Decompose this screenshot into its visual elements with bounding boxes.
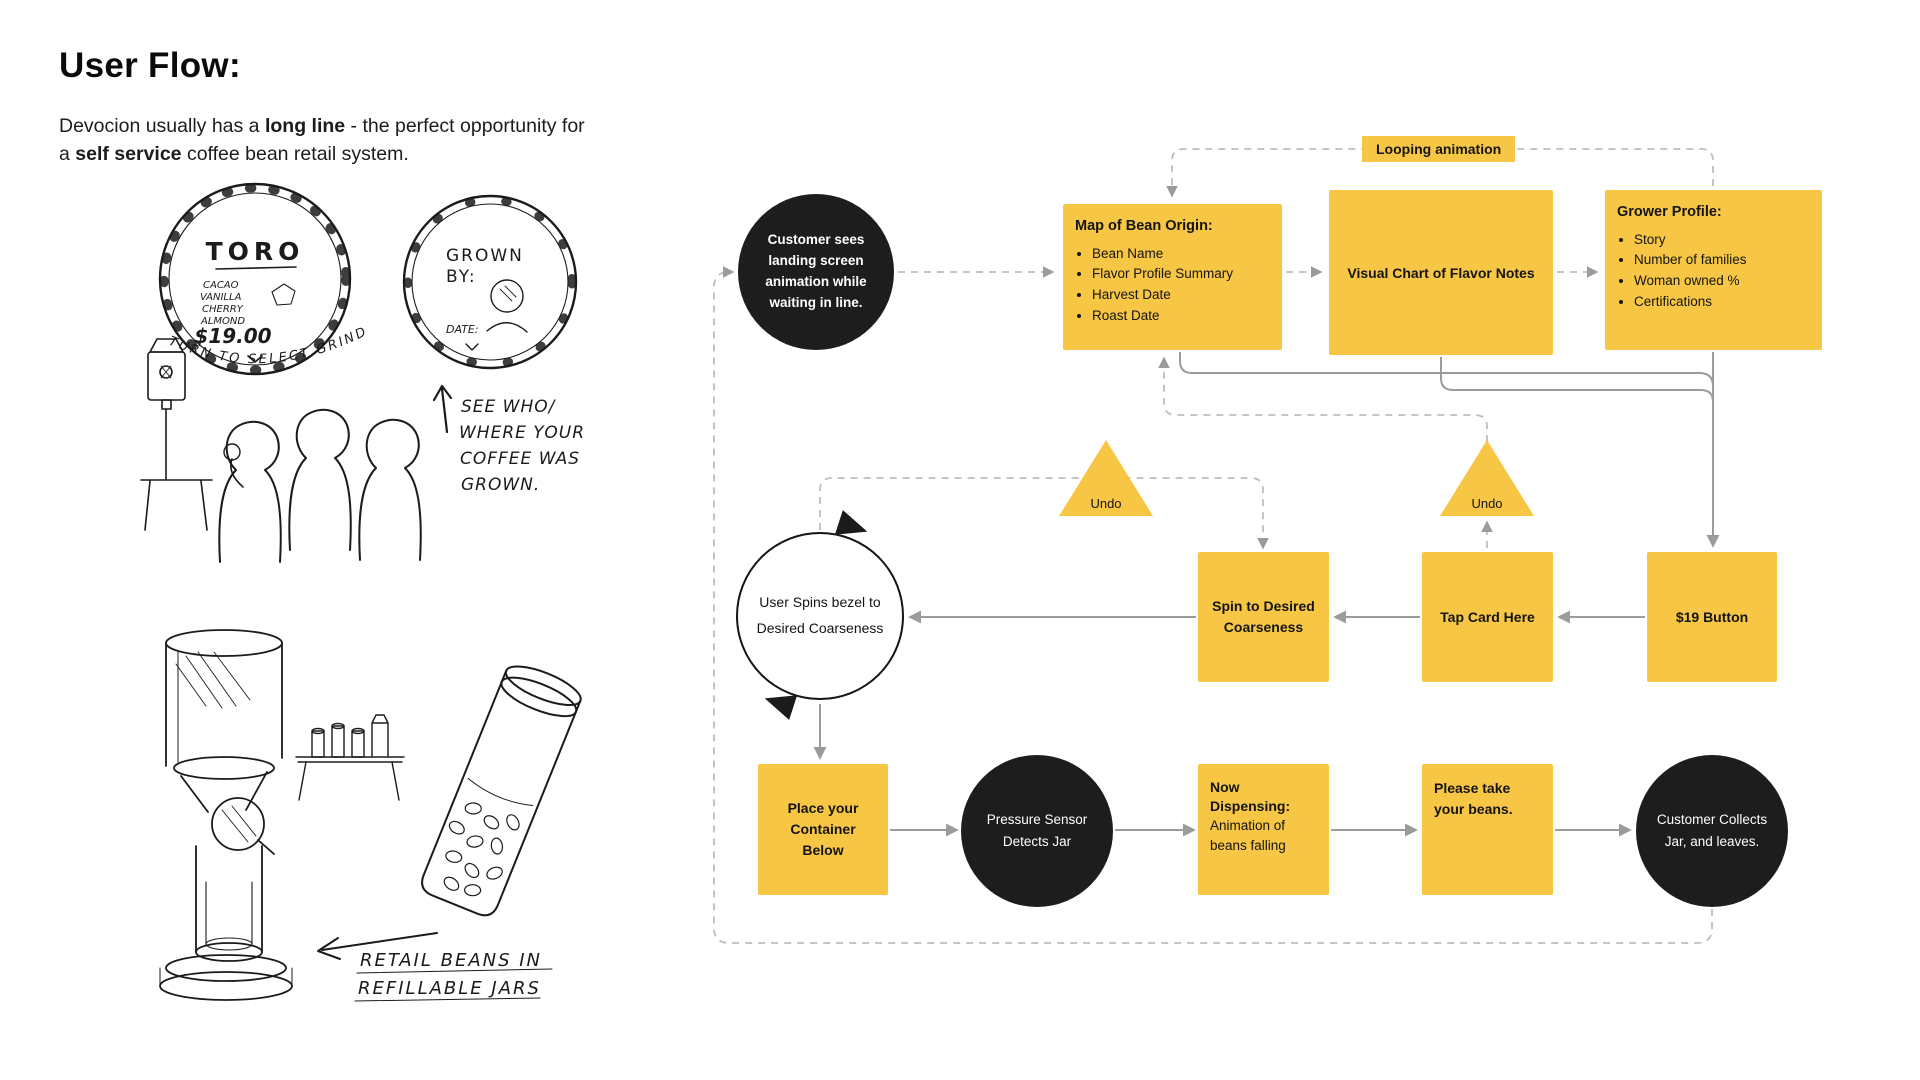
take-box-label: Please take your beans. <box>1434 780 1513 817</box>
lid-flavor-note: CACAO <box>203 280 239 291</box>
lid2-grown-text: GROWN <box>446 246 524 266</box>
list-item: Roast Date <box>1092 306 1270 327</box>
handwritten-note-line: COFFEE WAS <box>460 449 580 469</box>
solid-connectors <box>813 352 1720 837</box>
emphasis-long-line: long line <box>264 115 346 137</box>
flow-pressure-sensor-circle: Pressure Sensor Detects Jar <box>961 755 1113 907</box>
lid-flavor-note: VANILLA <box>200 292 242 303</box>
handwritten-note-line: WHERE YOUR <box>459 423 585 443</box>
grower-box-title: Grower Profile: <box>1617 204 1722 220</box>
flow-spin-coarseness-box: Spin to Desired Coarseness <box>1198 552 1329 682</box>
bezel-text: User Spins bezel to Desired Coarseness <box>756 594 884 636</box>
lid-price-text: $19.00 <box>194 324 271 348</box>
spin-box-label: Spin to Desired Coarseness <box>1212 598 1315 635</box>
flow-tap-card-box: Tap Card Here <box>1422 552 1553 682</box>
list-item: Bean Name <box>1092 244 1270 265</box>
page-title: User Flow: <box>59 46 241 85</box>
place-box-label: Place your Container Below <box>787 800 859 858</box>
sketch-arrow-left <box>317 932 438 960</box>
emphasis-self-service: self service <box>75 143 182 166</box>
flow-place-container-box: Place your Container Below <box>758 764 888 895</box>
flow-grower-profile-box: Grower Profile: Story Number of families… <box>1605 190 1822 350</box>
pressure-text: Pressure Sensor Detects Jar <box>986 812 1088 849</box>
lid-flavor-note: CHERRY <box>202 304 244 315</box>
looping-animation-label: Looping animation <box>1362 136 1516 162</box>
dispense-box-line: Animation of <box>1210 817 1286 833</box>
flow-take-beans-box: Please take your beans. <box>1422 764 1553 895</box>
flow-bezel-circle: User Spins bezel to Desired Coarseness <box>736 532 904 700</box>
map-box-list: Bean Name Flavor Profile Summary Harvest… <box>1092 244 1270 328</box>
list-item: Flavor Profile Summary <box>1092 264 1270 285</box>
btn-box-label: $19 Button <box>1675 608 1749 625</box>
intro-text: Devocion usually has a long line - the p… <box>59 115 585 166</box>
collect-text: Customer Collects Jar, and leaves. <box>1656 812 1768 849</box>
handwritten-note-line: REFILLABLE JARS <box>358 978 541 999</box>
undo-label: Undo <box>1090 496 1122 511</box>
grower-box-list: Story Number of families Woman owned % C… <box>1634 230 1810 314</box>
flow-start-text: Customer sees landing screen animation w… <box>765 232 867 310</box>
sketch-arrow-up <box>432 384 453 434</box>
list-item: Harvest Date <box>1092 285 1270 306</box>
undo-node-left: Undo <box>1059 440 1153 516</box>
handwritten-note-line: GROWN. <box>461 475 540 495</box>
sketch-kiosk-machine <box>140 338 213 531</box>
list-item: Woman owned % <box>1634 271 1810 292</box>
list-item: Certifications <box>1634 292 1810 313</box>
flow-flavor-chart-box: Visual Chart of Flavor Notes <box>1329 190 1553 355</box>
sketch-beans <box>443 802 520 897</box>
dispense-box-line: beans falling <box>1210 838 1286 854</box>
sketch-queue-people <box>218 408 422 563</box>
undo-label: Undo <box>1471 496 1503 511</box>
handwritten-note-line: SEE WHO/ <box>461 397 557 417</box>
flow-now-dispensing-box: Now Dispensing: Animation of beans falli… <box>1198 764 1329 895</box>
lid-brand-text: TORO <box>206 237 305 266</box>
tap-box-label: Tap Card Here <box>1440 608 1535 625</box>
sketch-jar-table <box>295 714 405 801</box>
flavor-chart-label: Visual Chart of Flavor Notes <box>1347 264 1535 281</box>
sketch-lid-grown-by <box>402 194 578 370</box>
lid-flavor-note: ALMOND <box>200 316 245 327</box>
lid2-by-text: BY: <box>446 267 477 287</box>
flow-start-circle: Customer sees landing screen animation w… <box>738 194 894 350</box>
sketch-lid-toro <box>158 182 352 376</box>
map-box-title: Map of Bean Origin: <box>1075 218 1213 234</box>
flow-19-button-box: $19 Button <box>1647 552 1777 682</box>
undo-node-right: Undo <box>1440 440 1534 516</box>
sketch-tilted-jar <box>421 665 582 917</box>
sketch-grinder-tower <box>159 629 293 1001</box>
dispense-box-title: Now Dispensing: <box>1210 779 1291 814</box>
list-item: Story <box>1634 230 1810 251</box>
list-item: Number of families <box>1634 250 1810 271</box>
flow-collect-jar-circle: Customer Collects Jar, and leaves. <box>1636 755 1788 907</box>
handwritten-note-line: RETAIL BEANS IN <box>360 950 542 971</box>
flow-map-of-bean-origin-box: Map of Bean Origin: Bean Name Flavor Pro… <box>1063 204 1282 350</box>
lid2-date-label: DATE: <box>446 323 479 336</box>
